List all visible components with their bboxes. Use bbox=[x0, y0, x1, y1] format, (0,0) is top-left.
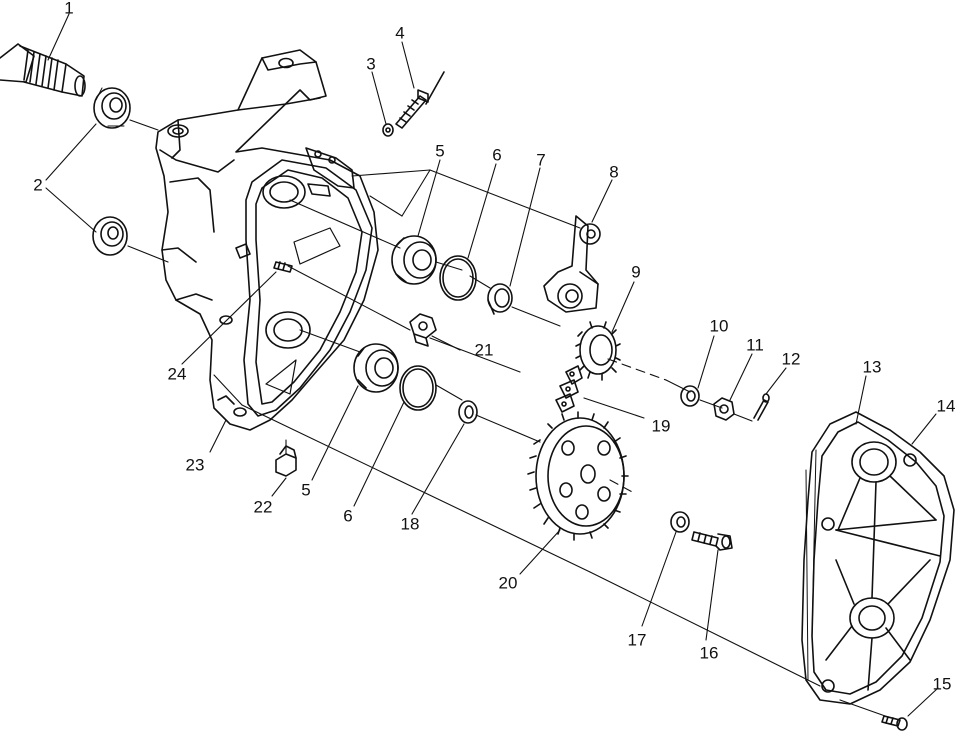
callout-3: 3 bbox=[366, 54, 376, 74]
sprocket-bolt-part bbox=[691, 531, 733, 551]
callout-6-upper: 6 bbox=[492, 145, 502, 165]
shim-part bbox=[458, 400, 478, 424]
spacer-part bbox=[487, 283, 513, 315]
adjusting-bolt-part bbox=[395, 71, 445, 129]
driven-sprocket-part bbox=[527, 411, 629, 541]
callout-24: 24 bbox=[167, 364, 187, 384]
hex-nut-part bbox=[409, 313, 437, 347]
callout-11: 11 bbox=[746, 335, 764, 355]
callout-18: 18 bbox=[400, 514, 420, 534]
cover-screw-part bbox=[881, 715, 908, 731]
chaincase-housing bbox=[155, 49, 379, 431]
callout-5-lower: 5 bbox=[301, 480, 311, 500]
callout-21: 21 bbox=[474, 340, 494, 360]
splined-shaft-part bbox=[0, 43, 86, 97]
callout-7: 7 bbox=[536, 150, 546, 170]
drive-sprocket-part bbox=[575, 321, 621, 381]
bolt-washer-part bbox=[670, 511, 690, 533]
assembly-axis-lines bbox=[127, 119, 889, 718]
callout-13: 13 bbox=[862, 357, 882, 377]
lower-snap-ring-part bbox=[399, 365, 437, 411]
callout-14: 14 bbox=[936, 396, 956, 416]
upper-snap-ring-part bbox=[439, 255, 477, 301]
callout-2: 2 bbox=[33, 175, 43, 195]
jam-nut-part bbox=[382, 123, 394, 137]
callout-22: 22 bbox=[253, 497, 273, 517]
upper-bearing-part bbox=[391, 235, 437, 285]
callout-23: 23 bbox=[185, 455, 205, 475]
drain-plug-part bbox=[275, 445, 297, 477]
upper-seal-part bbox=[93, 87, 131, 129]
tensioner-arm-part bbox=[543, 215, 601, 313]
callout-20: 20 bbox=[498, 573, 518, 593]
cotter-pin-part bbox=[753, 393, 770, 421]
callout-5-upper: 5 bbox=[435, 141, 445, 161]
callout-6-lower: 6 bbox=[343, 506, 353, 526]
callout-leader-lines bbox=[45, 13, 939, 717]
callout-17: 17 bbox=[627, 630, 647, 650]
callout-10: 10 bbox=[709, 316, 729, 336]
callout-8: 8 bbox=[609, 162, 619, 182]
callout-15: 15 bbox=[932, 674, 952, 694]
callout-19: 19 bbox=[651, 416, 671, 436]
stud-part bbox=[273, 261, 293, 273]
chaincase-cover-part bbox=[801, 411, 955, 705]
washer-part bbox=[680, 385, 700, 407]
callout-9: 9 bbox=[631, 262, 641, 282]
callout-16: 16 bbox=[699, 643, 719, 663]
lower-seal-part bbox=[92, 216, 128, 256]
drive-chain-part bbox=[555, 365, 583, 413]
callout-4: 4 bbox=[395, 23, 405, 43]
castle-nut-part bbox=[713, 397, 735, 421]
lower-bearing-part bbox=[353, 343, 399, 393]
callout-1: 1 bbox=[64, 0, 74, 18]
callout-12: 12 bbox=[781, 349, 801, 369]
